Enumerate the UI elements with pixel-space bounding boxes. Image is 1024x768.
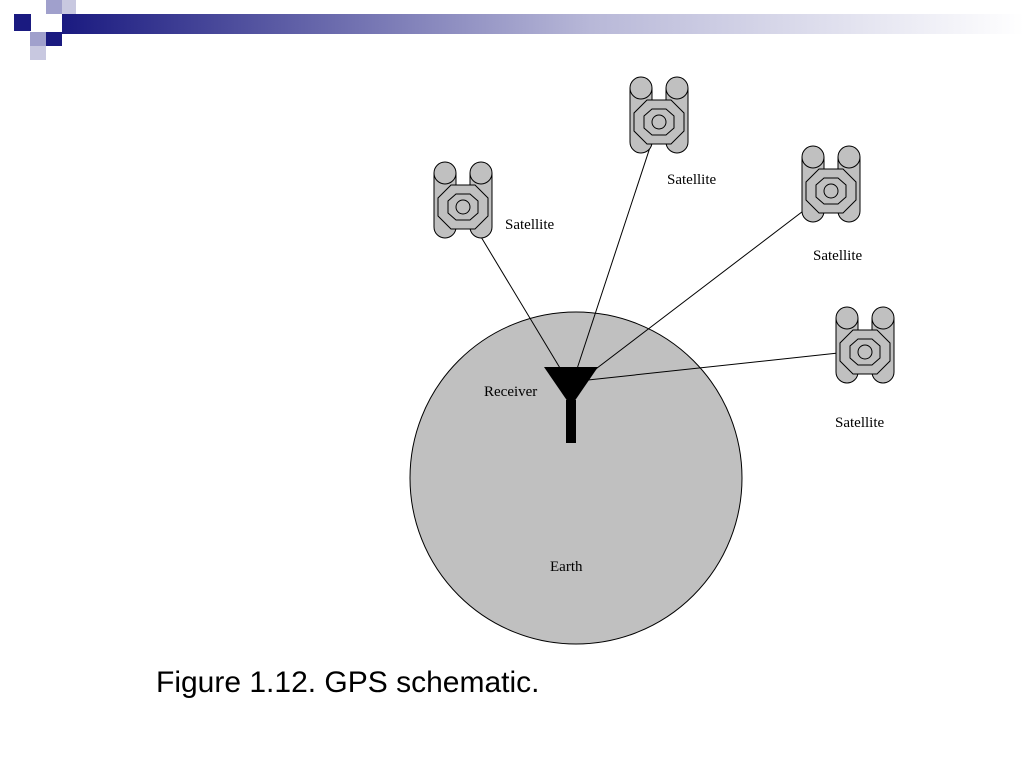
antenna-icon	[544, 367, 598, 443]
satellite-label: Satellite	[505, 217, 554, 233]
header-square	[30, 46, 46, 60]
signal-line	[587, 349, 867, 381]
receiver-label: Receiver	[484, 384, 537, 400]
header-square	[14, 14, 31, 31]
header-gradient-band	[62, 14, 1024, 34]
header-square	[30, 32, 46, 48]
figure-caption: Figure 1.12. GPS schematic.	[156, 666, 540, 699]
satellite-label: Satellite	[813, 248, 862, 264]
satellite-label: Satellite	[667, 172, 716, 188]
header-square	[46, 32, 62, 46]
satellite-icon	[629, 76, 689, 154]
earth-label: Earth	[550, 559, 583, 575]
header-square	[46, 0, 62, 14]
header-square	[46, 14, 62, 32]
satellite-icon	[835, 306, 895, 384]
satellite-icon	[433, 161, 493, 239]
header-square	[62, 0, 76, 14]
satellite-icon	[801, 145, 861, 223]
slide-header-decoration	[14, 0, 1024, 60]
earth-circle	[409, 311, 743, 645]
satellite-label: Satellite	[835, 415, 884, 431]
signal-line	[573, 119, 660, 379]
signal-line	[583, 188, 833, 379]
